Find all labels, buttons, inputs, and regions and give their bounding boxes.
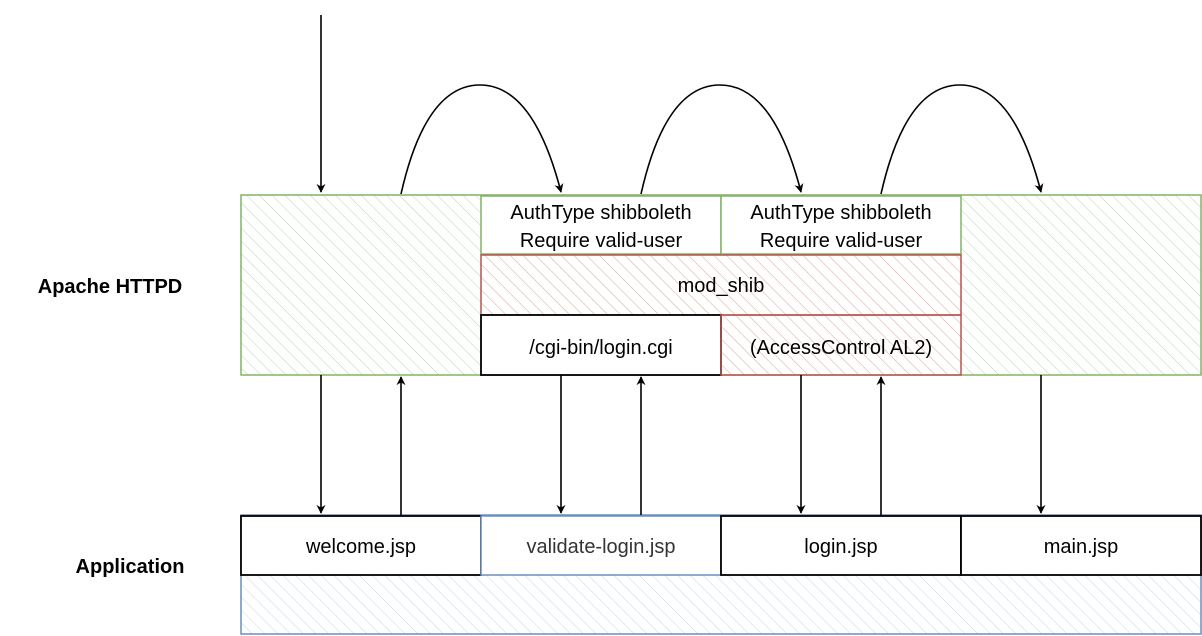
apache-httpd-label: Apache HTTPD	[38, 276, 182, 298]
redirect-arc-1	[400, 84, 564, 195]
auth-shibboleth-box-1: AuthType shibboleth Require valid-user	[480, 195, 722, 255]
auth-box-2-line-1: AuthType shibboleth	[750, 202, 931, 224]
auth-box-2-line-2: Require valid-user	[760, 230, 923, 252]
welcome-jsp-label: welcome.jsp	[305, 536, 416, 558]
login-cgi-box: /cgi-bin/login.cgi	[480, 314, 722, 376]
validate-login-jsp-label: validate-login.jsp	[527, 536, 676, 558]
welcome-jsp-box: welcome.jsp	[240, 515, 482, 576]
redirect-arc-2	[640, 84, 804, 195]
auth-box-1-line-1: AuthType shibboleth	[510, 202, 691, 224]
mod-shib-box: mod_shib	[480, 254, 962, 316]
main-jsp-label: main.jsp	[1044, 536, 1118, 558]
auth-shibboleth-box-2: AuthType shibboleth Require valid-user	[720, 195, 962, 255]
redirect-arc-3	[880, 84, 1044, 195]
login-jsp-box: login.jsp	[720, 515, 962, 576]
main-jsp-box: main.jsp	[960, 515, 1202, 576]
login-cgi-label: /cgi-bin/login.cgi	[529, 337, 672, 359]
login-jsp-label: login.jsp	[804, 536, 877, 558]
auth-box-1-line-2: Require valid-user	[520, 230, 683, 252]
mod-shib-label: mod_shib	[678, 275, 765, 297]
validate-login-jsp-box: validate-login.jsp	[480, 515, 722, 576]
access-control-label: (AccessControl AL2)	[750, 337, 932, 359]
application-label: Application	[76, 556, 185, 578]
access-control-box: (AccessControl AL2)	[720, 314, 962, 376]
